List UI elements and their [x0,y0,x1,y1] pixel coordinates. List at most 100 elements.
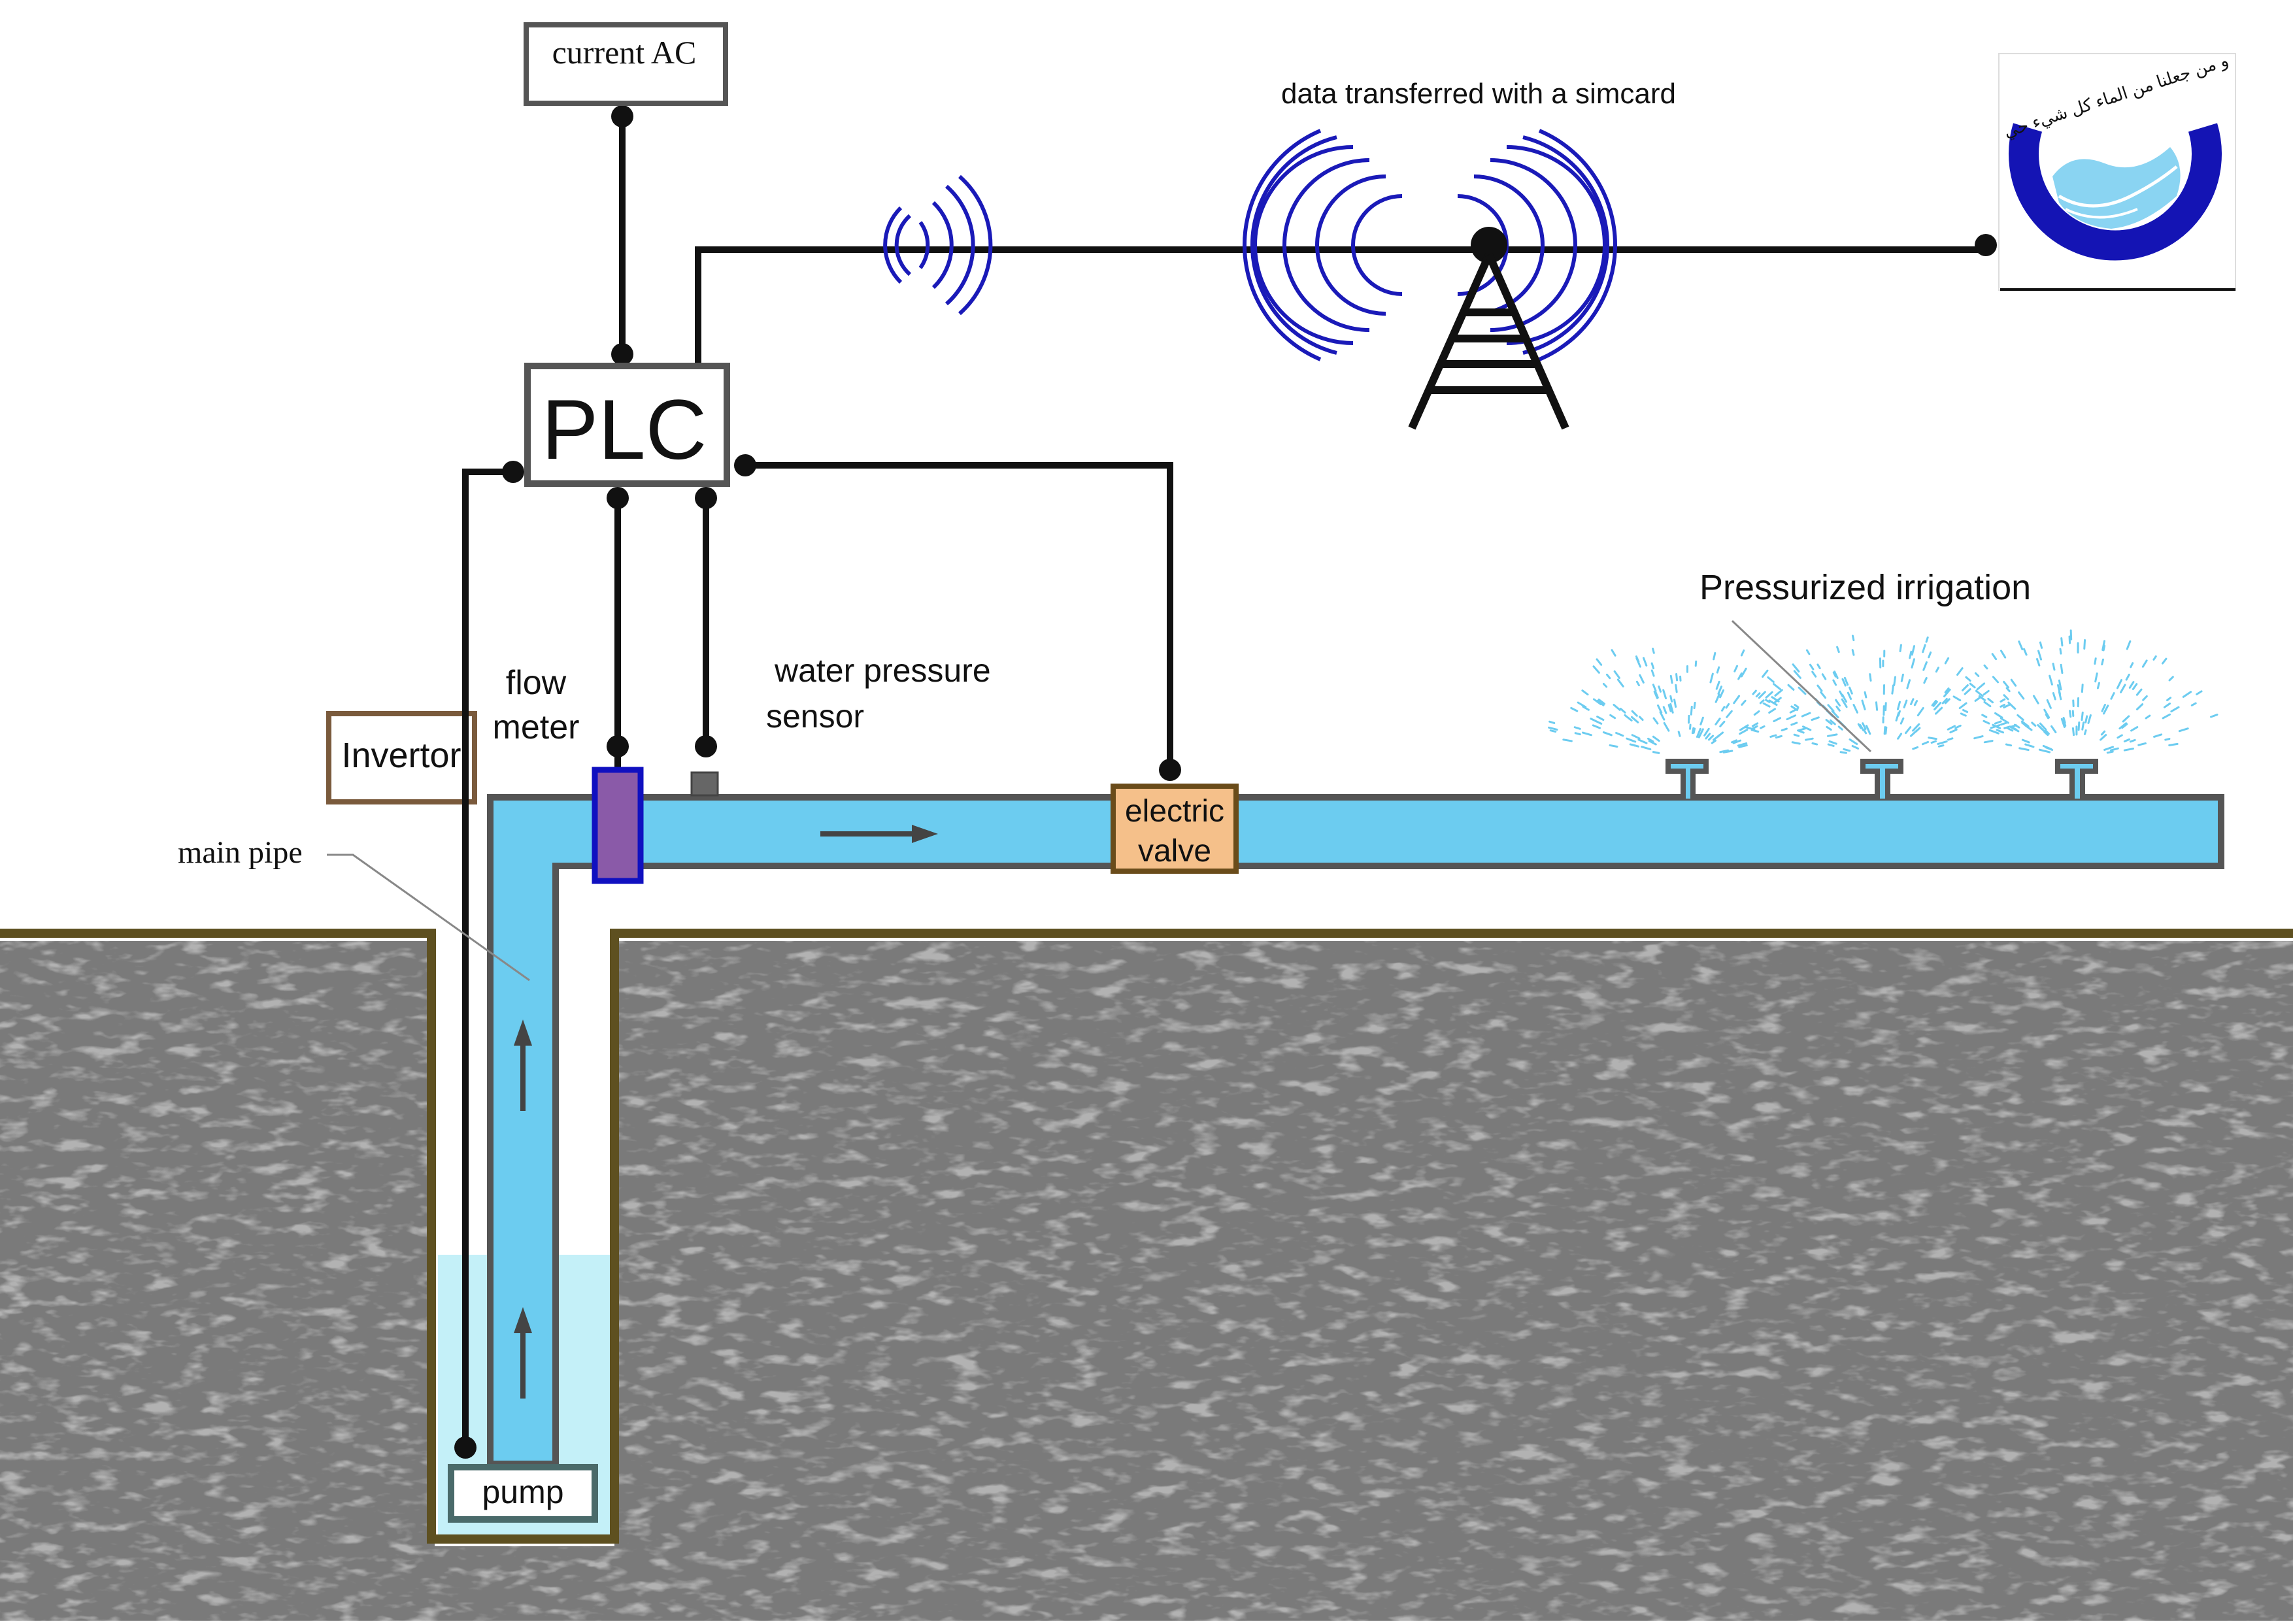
spray-droplet [2096,674,2098,682]
spray-droplet [2050,676,2052,684]
spray-droplet [1627,738,1635,742]
spray-droplet [1753,691,1756,694]
spray-droplet [1795,705,1798,707]
spray-droplet [1844,749,1850,750]
spray-droplet [1818,665,1820,669]
spray-droplet [1701,718,1703,724]
spray-droplet [1828,705,1833,711]
spray-droplet [2019,642,2022,650]
spray-droplet [2084,640,2085,648]
spray-droplet [1550,731,1556,732]
spray-droplet [2137,704,2142,710]
spray-droplet [1788,685,1794,689]
spray-droplet [2015,725,2018,727]
spray-droplet [1913,747,1918,748]
spray-droplet [2166,739,2169,740]
spray-droplet [1664,690,1666,699]
spray-droplet [2022,740,2029,742]
water-company-logo: و من جعلنا من الماء كل شيء حي [1999,50,2235,290]
spray-droplet [1607,674,1609,678]
spray-droplet [1652,671,1654,676]
spray-droplet [1676,685,1677,692]
spray-droplet [1679,732,1680,736]
spray-droplet [1720,690,1724,697]
spray-droplet [1752,730,1758,731]
spray-droplet [1988,699,1993,702]
spray-droplet [1906,727,1911,733]
spray-droplet [1850,739,1857,744]
spray-droplet [2143,696,2147,700]
spray-droplet [2163,714,2169,718]
spray-droplet [2061,665,2062,673]
spray-droplet [1923,645,1925,652]
spray-droplet [1936,668,1938,672]
spray-droplet [2032,723,2035,726]
spray-droplet [2011,680,2015,686]
spray-droplet [2117,680,2121,688]
pressurized-irrigation-label: Pressurized irrigation [1699,568,2031,607]
spray-droplet [1691,706,1692,714]
spray-droplet [2126,674,2129,680]
spray-droplet [1827,727,1831,729]
spray-droplet [2137,689,2141,695]
spray-droplet [1993,677,1998,682]
spray-droplet [1852,636,1853,640]
water-pressure-sensor: water pressure sensor [692,652,991,795]
spray-droplet [1850,688,1852,693]
spray-droplet [1632,735,1639,738]
spray-droplet [1692,728,1693,733]
pressure-sensor-label-line2: sensor [766,698,864,735]
spray-droplet [1884,727,1885,734]
spray-droplet [1841,752,1846,753]
spray-droplet [2086,716,2087,722]
spray-droplet [1712,740,1715,743]
spray-droplet [1664,707,1666,713]
plc-box: PLC [527,366,727,484]
electric-valve-label-line1: electric [1125,794,1224,829]
spray-droplet [1610,745,1617,746]
spray-droplet [1802,713,1810,716]
electric-valve: electric valve [1113,786,1236,871]
spray-droplet [1754,711,1759,714]
spray-droplet [1939,746,1943,747]
spray-droplet [1616,733,1623,736]
spray-droplet [1632,745,1638,747]
spray-droplet [1929,738,1937,739]
spray-droplet [1564,740,1572,741]
spray-droplet [1739,673,1742,679]
spray-droplet [1924,678,1926,682]
spray-droplet [1977,684,1984,689]
spray-droplet [1614,705,1620,710]
spray-droplet [1984,691,1988,694]
spray-droplet [1716,719,1720,725]
spray-droplet [1720,721,1724,726]
spray-droplet [1910,652,1911,658]
spray-droplet [2088,715,2090,723]
spray-droplet [2197,691,2201,695]
ground [0,933,2293,1621]
spray-droplet [2139,743,2146,745]
spray-droplet [1798,731,1804,733]
spray-droplet [2019,693,2024,699]
spray-droplet [1659,686,1661,691]
spray-droplet [1671,696,1672,701]
spray-droplet [1901,718,1903,723]
spray-droplet [1632,717,1637,722]
spray-droplet [1975,698,1980,701]
spray-droplet [1654,718,1658,723]
spray-droplet [2111,748,2118,750]
spray-droplet [1734,696,1739,703]
spray-droplet [1775,690,1782,696]
current-ac-label: current AC [552,34,697,71]
spray-droplet [1717,667,1718,672]
pump-label: pump [482,1474,563,1510]
spray-droplet [1995,713,2001,718]
spray-droplet [1837,647,1839,652]
spray-droplet [2169,744,2177,745]
spray-droplet [1839,727,1842,729]
spray-droplet [2098,683,2099,688]
spray-droplet [1912,659,1914,668]
spray-droplet [1792,723,1797,725]
spray-droplet [1709,736,1713,740]
spray-droplet [1970,684,1975,688]
